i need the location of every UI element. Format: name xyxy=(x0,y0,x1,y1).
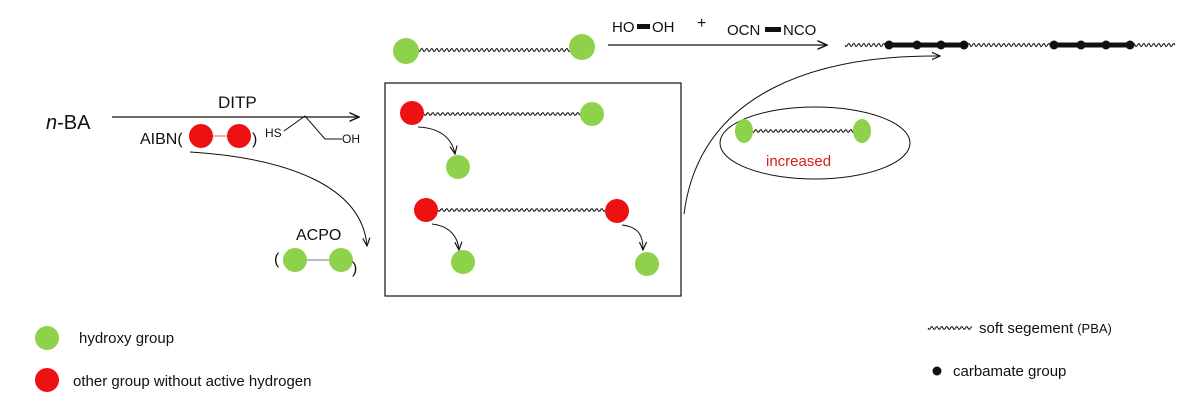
legend-other-swatch xyxy=(35,368,59,392)
conversion-arrow xyxy=(417,126,455,154)
carbamate-dot xyxy=(1101,40,1111,50)
chain-red-green xyxy=(423,112,581,116)
diol-bond xyxy=(637,24,650,29)
increased-label: increased xyxy=(766,153,831,170)
acpo-left-hydroxy xyxy=(283,248,307,272)
increased-chain xyxy=(751,129,857,133)
legend-soft-segment-label: soft segement(PBA) xyxy=(979,320,1112,337)
converted-hydroxy xyxy=(446,155,470,179)
aibn-right-group xyxy=(227,124,251,148)
conversion-arrow xyxy=(621,224,643,250)
aibn-left-group xyxy=(189,124,213,148)
legend-hydroxy-swatch xyxy=(35,326,59,350)
diisocyanate-label-right: NCO xyxy=(783,22,816,39)
chain-green-end xyxy=(580,102,604,126)
ditp-label: DITP xyxy=(218,93,257,112)
thiol-oh-label: OH xyxy=(342,132,360,146)
increased-right-hydroxy xyxy=(853,119,871,143)
chain-red-end xyxy=(400,101,424,125)
acpo-close-paren: ) xyxy=(352,260,357,277)
converted-hydroxy xyxy=(451,250,475,274)
diisocyanate-bond xyxy=(765,27,781,32)
chain-red-red xyxy=(437,208,607,212)
thiol-hs-label: HS xyxy=(265,126,282,140)
carbamate-dot xyxy=(936,40,946,50)
acpo-right-hydroxy xyxy=(329,248,353,272)
pu-soft-segment-3 xyxy=(1129,42,1176,48)
chain-red-left-end xyxy=(414,198,438,222)
aibn-to-acpo-arrow xyxy=(189,151,367,246)
conversion-arrow xyxy=(431,223,459,250)
pu-soft-segment-1 xyxy=(844,42,889,48)
carbamate-dot xyxy=(959,40,969,50)
diol-label-right: OH xyxy=(652,19,675,36)
acpo-label: ACPO xyxy=(296,227,341,244)
top-polymer-right-hydroxy xyxy=(569,34,595,60)
mixture-to-polyurethane-arrow xyxy=(683,56,940,215)
top-polymer-chain xyxy=(417,47,571,53)
legend-other-label: other group without active hydrogen xyxy=(73,373,311,390)
converted-hydroxy xyxy=(635,252,659,276)
top-polymer-left-hydroxy xyxy=(393,38,419,64)
carbamate-dot xyxy=(912,40,922,50)
legend-carbamate-label: carbamate group xyxy=(953,363,1066,380)
legend-carbamate-swatch xyxy=(932,366,942,376)
diisocyanate-label-left: OCN xyxy=(727,22,760,39)
aibn-close-paren: ) xyxy=(252,131,257,148)
plus-sign: + xyxy=(697,15,706,32)
pu-soft-segment-2 xyxy=(964,42,1054,48)
acpo-open-paren: ( xyxy=(274,251,280,268)
legend-hydroxy-label: hydroxy group xyxy=(79,330,174,347)
increased-ellipse xyxy=(719,106,911,180)
product-mixture-box xyxy=(384,82,682,297)
carbamate-dot xyxy=(1049,40,1059,50)
legend-soft-segment-swatch xyxy=(927,325,973,331)
aibn-label: AIBN( xyxy=(140,131,183,148)
mercaptoethanol-skeleton xyxy=(283,115,342,140)
carbamate-dot xyxy=(884,40,894,50)
chain-red-right-end xyxy=(605,199,629,223)
increased-left-hydroxy xyxy=(735,119,753,143)
carbamate-dot xyxy=(1076,40,1086,50)
diol-label-left: HO xyxy=(612,19,635,36)
monomer-label: n-BA xyxy=(46,112,91,134)
